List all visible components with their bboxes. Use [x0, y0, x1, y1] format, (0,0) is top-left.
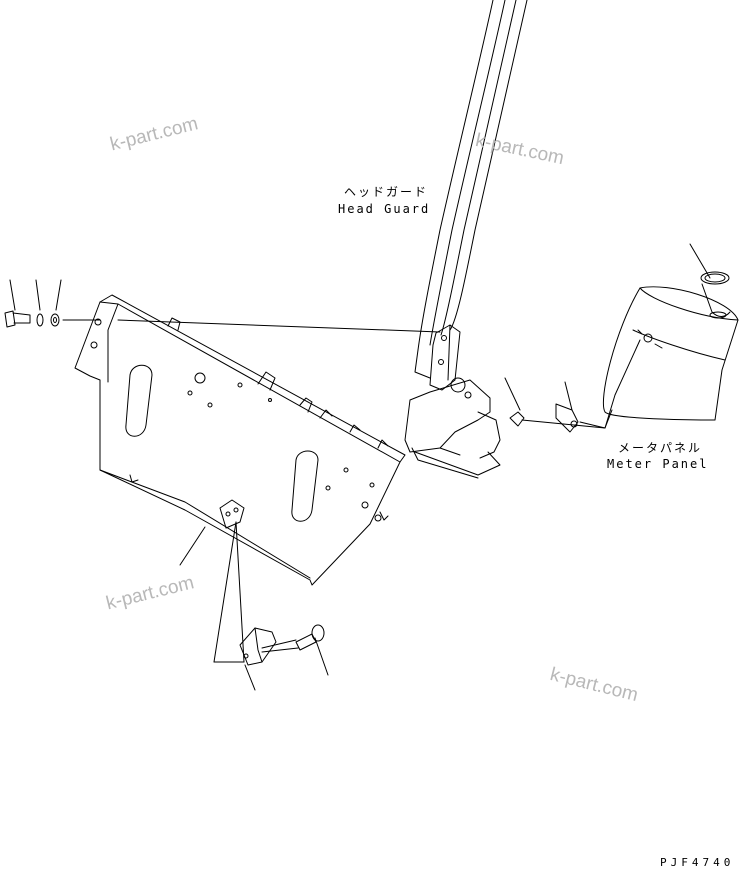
connector-clip [509, 403, 579, 433]
dash-panel [74, 294, 406, 586]
head-guard-bracket [404, 324, 501, 479]
head-guard-pillar [414, 0, 528, 379]
drawing-reference-number: PJF4740 [660, 856, 735, 869]
bolt-set-left [4, 310, 60, 328]
meter-panel-label-jp: メータパネル [618, 441, 703, 455]
leader-lines [9, 243, 711, 691]
lower-mounting-bracket [239, 627, 277, 666]
head-guard-label-jp: ヘッドガード [344, 185, 429, 199]
head-guard-label-en: Head Guard [338, 202, 431, 216]
flange-bolt [261, 624, 325, 653]
meter-panel-label-en: Meter Panel [607, 457, 709, 471]
meter-panel [602, 271, 739, 421]
